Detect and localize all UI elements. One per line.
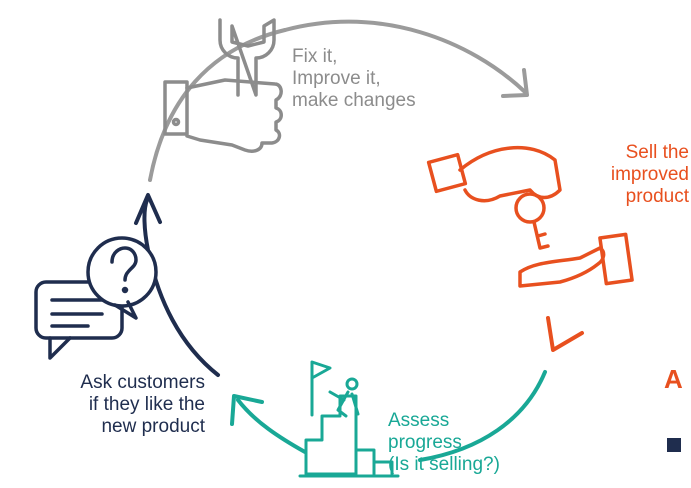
speech-bubbles-question-icon <box>34 236 158 360</box>
arrowhead-teal <box>230 394 264 426</box>
arrowhead-orange <box>546 316 584 352</box>
person-climbing-steps-with-flag-icon <box>298 360 400 478</box>
arrowhead-navy <box>134 193 162 225</box>
ask-step-label: Ask customers if they like the new produ… <box>80 372 205 437</box>
edge-letter: A <box>664 364 683 394</box>
arc-ask-to-fix <box>142 198 220 377</box>
assess-step-label: Assess progress (Is it selling?) <box>388 410 500 475</box>
arc-fix-to-sell <box>148 28 287 182</box>
sell-step-label: Sell the improved product <box>610 142 689 207</box>
wrench-in-hand-icon <box>163 18 283 153</box>
fix-step-label: Fix it, Improve it, make changes <box>292 46 416 111</box>
edge-bullet <box>667 438 681 452</box>
arc-assess-to-ask <box>236 398 307 454</box>
hand-giving-key-icon <box>426 146 634 288</box>
arc-fix-to-sell-2 <box>283 19 527 94</box>
arrowhead-gray <box>501 68 529 98</box>
arc-sell-to-assess <box>418 370 547 462</box>
